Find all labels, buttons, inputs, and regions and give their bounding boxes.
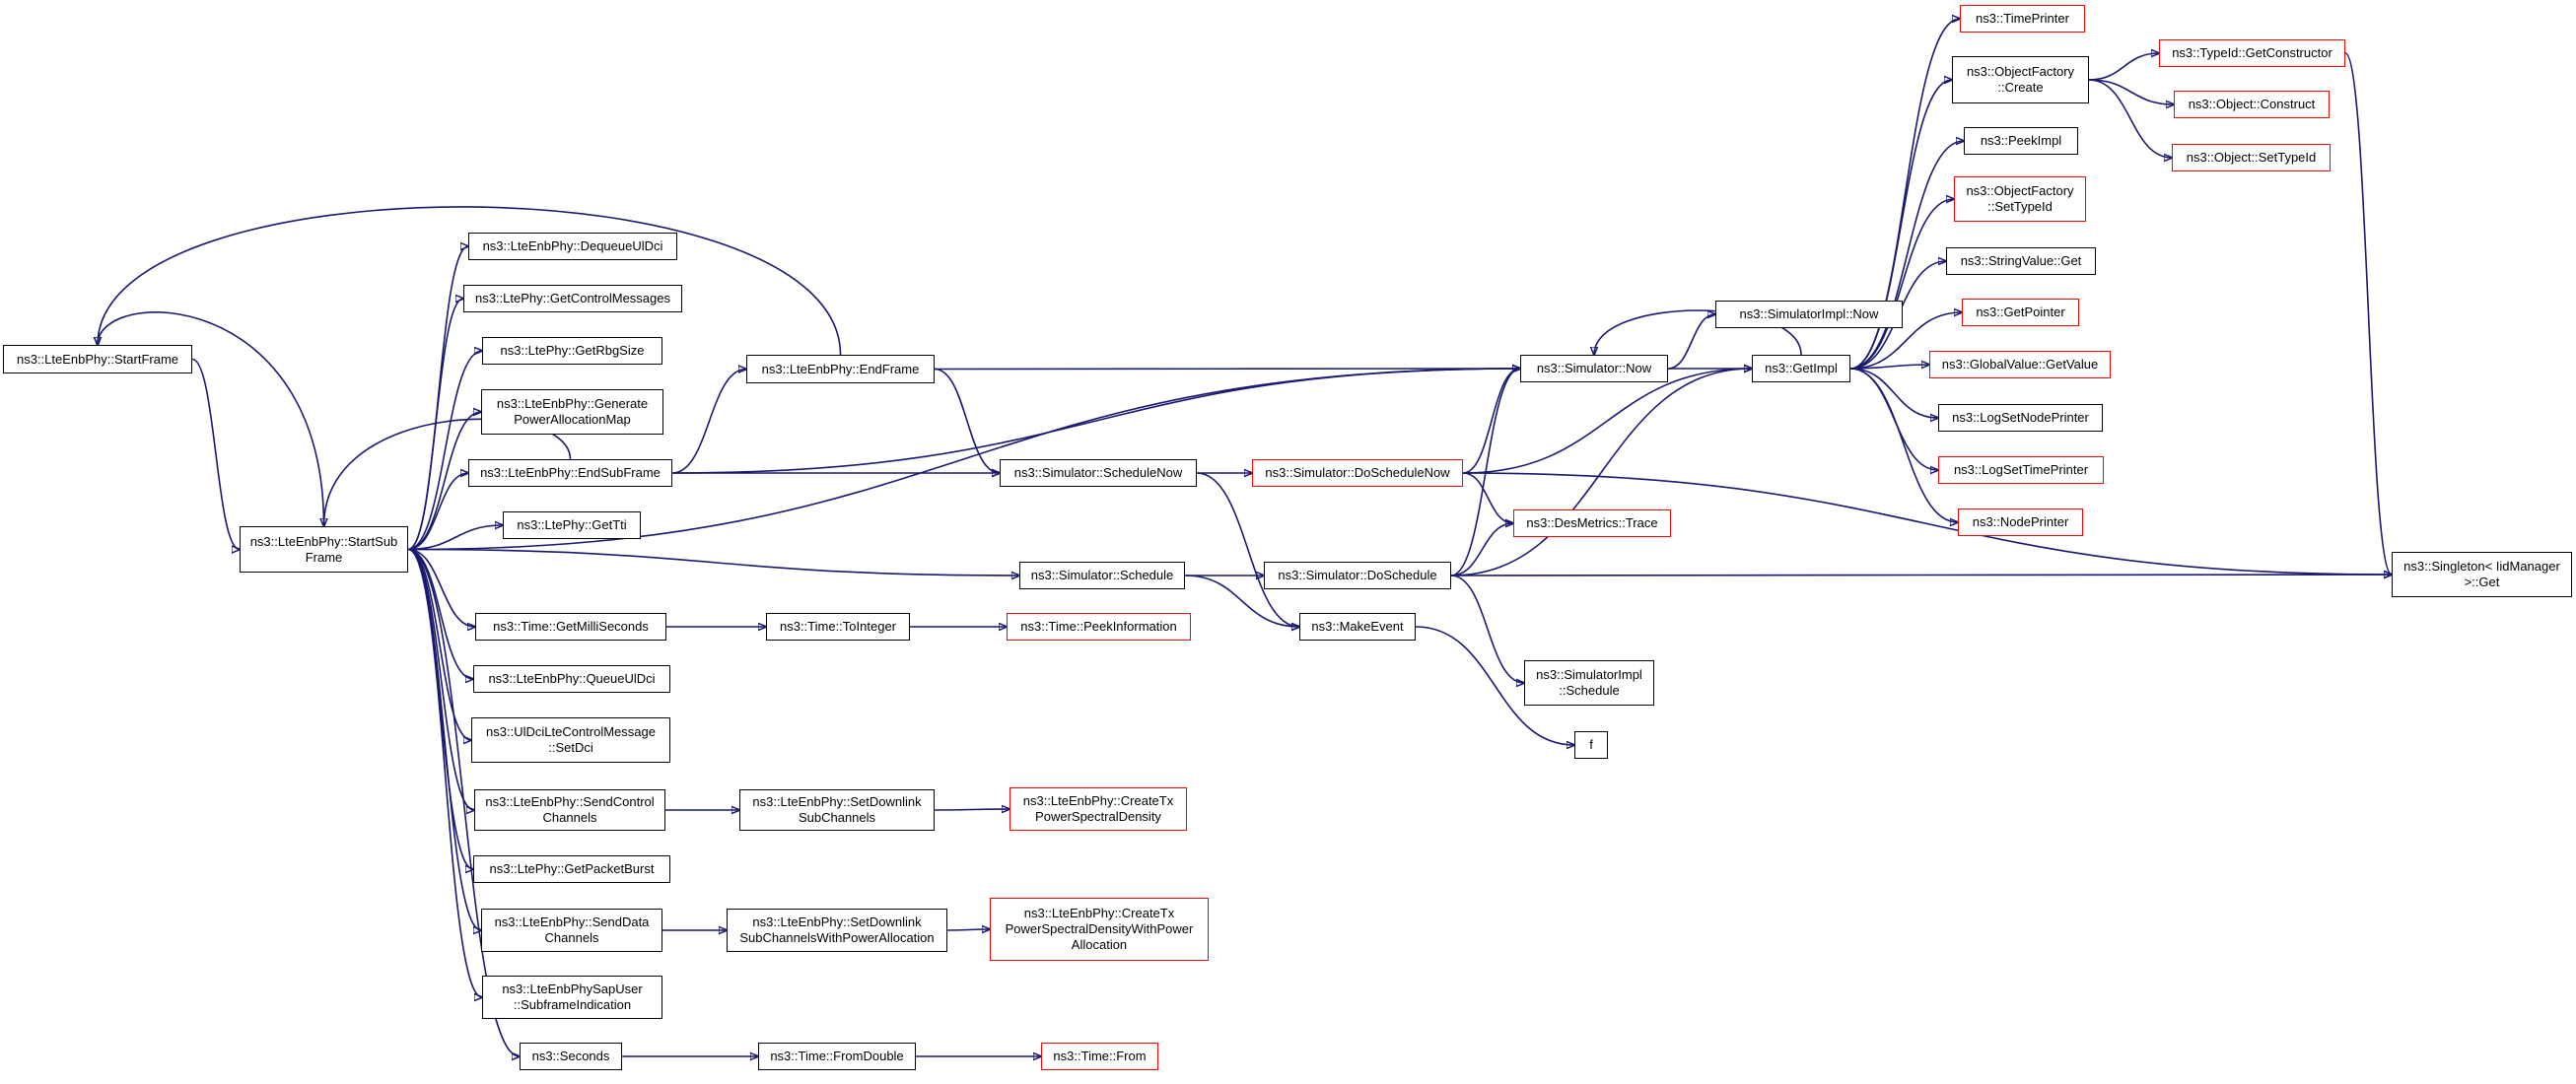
node-time-from[interactable]: ns3::Time::From [1041, 1043, 1158, 1070]
node-log-set-time-printer[interactable]: ns3::LogSetTimePrinter [1938, 456, 2104, 484]
node-node-printer[interactable]: ns3::NodePrinter [1958, 508, 2083, 536]
node-subframe-indication[interactable]: ns3::LteEnbPhySapUser ::SubframeIndicati… [482, 976, 662, 1019]
edge-get_impl-to-object_factory_create [1849, 80, 1952, 370]
node-from-double[interactable]: ns3::Time::FromDouble [758, 1043, 916, 1070]
edge-get_impl-to-node_printer [1849, 368, 1958, 522]
node-end-frame[interactable]: ns3::LteEnbPhy::EndFrame [746, 355, 935, 383]
edge-start_sub_frame-to-queue_ul_dci [407, 548, 473, 680]
node-string-value-get[interactable]: ns3::StringValue::Get [1946, 247, 2096, 275]
edge-do_schedule-to-get_impl [1450, 369, 1752, 576]
node-simulator-impl-schedule[interactable]: ns3::SimulatorImpl ::Schedule [1524, 660, 1654, 706]
edge-do_schedule-to-simulator_impl_schedule [1450, 575, 1524, 683]
edge-object_factory_create-to-type_id_get_constructor [2088, 53, 2159, 81]
edge-do_schedule-to-des_metrics_trace [1450, 523, 1513, 576]
edge-start_frame-to-start_sub_frame [191, 358, 240, 550]
edge-end_sub_frame-to-end_frame [671, 370, 746, 474]
edge-get_impl-to-log_set_node_printer [1849, 368, 1938, 418]
edge-start_sub_frame-to-seconds [407, 548, 520, 1057]
edge-start_sub_frame-to-get_milli_seconds [407, 548, 475, 628]
node-get-pointer[interactable]: ns3::GetPointer [1962, 299, 2079, 326]
edge-start_sub_frame-to-schedule [407, 548, 1019, 576]
edge-start_sub_frame-to-get_rbg_size [407, 351, 482, 551]
node-generate-power-allocation-map[interactable]: ns3::LteEnbPhy::Generate PowerAllocation… [481, 389, 663, 435]
node-des-metrics-trace[interactable]: ns3::DesMetrics::Trace [1513, 509, 1671, 537]
node-object-construct[interactable]: ns3::Object::Construct [2174, 91, 2330, 118]
node-do-schedule-now[interactable]: ns3::Simulator::DoScheduleNow [1252, 459, 1463, 487]
edge-do_schedule_now-to-singleton_get [1462, 472, 2392, 575]
edge-end_frame-to-simulator_now [934, 369, 1520, 370]
node-start-frame[interactable]: ns3::LteEnbPhy::StartFrame [3, 345, 192, 373]
edge-start_sub_frame-to-subframe_indication [407, 548, 482, 998]
node-end-sub-frame[interactable]: ns3::LteEnbPhy::EndSubFrame [468, 459, 672, 487]
edge-set_downlink_sub_channels_wpa-to-create_tx_psd_wpa [946, 929, 990, 930]
node-simulator-impl-now[interactable]: ns3::SimulatorImpl::Now [1715, 301, 1903, 328]
node-set-dci[interactable]: ns3::UlDciLteControlMessage ::SetDci [471, 717, 670, 763]
node-time-printer[interactable]: ns3::TimePrinter [1960, 5, 2085, 33]
edge-start_sub_frame-to-generate_power_allocation_map [407, 412, 481, 551]
edge-schedule-to-make_event [1184, 575, 1299, 627]
node-object-factory-set-type-id[interactable]: ns3::ObjectFactory ::SetTypeId [1954, 176, 2086, 222]
node-object-set-type-id[interactable]: ns3::Object::SetTypeId [2172, 144, 2331, 171]
edge-get_impl-to-get_pointer [1849, 312, 1962, 370]
edge-type_id_get_constructor-to-singleton_get [2344, 52, 2392, 575]
node-f[interactable]: f [1574, 731, 1608, 759]
node-queue-ul-dci[interactable]: ns3::LteEnbPhy::QueueUlDci [473, 665, 670, 693]
node-get-rbg-size[interactable]: ns3::LtePhy::GetRbgSize [482, 337, 662, 365]
node-dequeue-ul-dci[interactable]: ns3::LteEnbPhy::DequeueUlDci [468, 233, 677, 260]
node-object-factory-create[interactable]: ns3::ObjectFactory ::Create [1952, 56, 2089, 103]
edge-end_frame-to-start_frame [98, 206, 842, 356]
edge-simulator_now-to-simulator_impl_now [1667, 314, 1715, 370]
node-start-sub-frame[interactable]: ns3::LteEnbPhy::StartSub Frame [240, 526, 408, 573]
node-send-data-channels[interactable]: ns3::LteEnbPhy::SendData Channels [481, 909, 662, 952]
edge-get_impl-to-peek_impl [1849, 141, 1964, 370]
node-create-tx-power-spectral-density[interactable]: ns3::LteEnbPhy::CreateTx PowerSpectralDe… [1010, 787, 1187, 831]
node-do-schedule[interactable]: ns3::Simulator::DoSchedule [1264, 562, 1451, 589]
edge-object_factory_create-to-object_set_type_id [2088, 79, 2172, 158]
node-type-id-get-constructor[interactable]: ns3::TypeId::GetConstructor [2159, 39, 2345, 67]
node-simulator-now[interactable]: ns3::Simulator::Now [1520, 355, 1668, 382]
edge-do_schedule_now-to-get_impl [1462, 369, 1752, 474]
edge-end_frame-to-schedule_now [934, 368, 1000, 474]
edge-end_sub_frame-to-simulator_now [671, 369, 1520, 474]
edge-start_sub_frame-to-end_sub_frame [407, 473, 468, 551]
edge-object_factory_create-to-object_construct [2088, 79, 2174, 104]
node-get-tti[interactable]: ns3::LtePhy::GetTti [503, 511, 641, 539]
edge-make_event-to-f [1415, 626, 1574, 745]
edge-get_impl-to-object_factory_set_type_id [1849, 199, 1954, 370]
node-schedule[interactable]: ns3::Simulator::Schedule [1019, 562, 1185, 589]
node-peek-impl[interactable]: ns3::PeekImpl [1964, 127, 2078, 155]
node-get-milli-seconds[interactable]: ns3::Time::GetMilliSeconds [475, 613, 666, 641]
node-schedule-now[interactable]: ns3::Simulator::ScheduleNow [1000, 459, 1197, 487]
edge-do_schedule-to-singleton_get [1450, 575, 2392, 576]
edge-get_impl-to-global_value_get_value [1849, 365, 1929, 370]
node-seconds[interactable]: ns3::Seconds [520, 1043, 622, 1070]
edge-start_sub_frame-to-send_data_channels [407, 548, 481, 931]
node-set-downlink-sub-channels[interactable]: ns3::LteEnbPhy::SetDownlink SubChannels [739, 789, 935, 831]
node-peek-information[interactable]: ns3::Time::PeekInformation [1007, 613, 1191, 641]
node-make-event[interactable]: ns3::MakeEvent [1299, 613, 1416, 641]
node-set-downlink-sub-channels-with-power-allocation[interactable]: ns3::LteEnbPhy::SetDownlink SubChannelsW… [727, 909, 947, 952]
edge-start_sub_frame-to-start_frame [98, 311, 325, 527]
node-log-set-node-printer[interactable]: ns3::LogSetNodePrinter [1938, 404, 2103, 432]
node-send-control-channels[interactable]: ns3::LteEnbPhy::SendControl Channels [474, 789, 665, 831]
edge-do_schedule_now-to-simulator_now [1462, 369, 1520, 474]
node-global-value-get-value[interactable]: ns3::GlobalValue::GetValue [1929, 351, 2111, 378]
edge-set_downlink_sub_channels-to-create_tx_psd [934, 809, 1010, 810]
node-singleton-get[interactable]: ns3::Singleton< IidManager >::Get [2392, 552, 2572, 597]
node-get-control-messages[interactable]: ns3::LtePhy::GetControlMessages [463, 285, 682, 312]
edge-end_sub_frame-to-start_sub_frame [324, 418, 572, 526]
node-to-integer[interactable]: ns3::Time::ToInteger [766, 613, 910, 641]
edge-do_schedule-to-simulator_now [1450, 369, 1520, 576]
node-create-tx-power-spectral-density-with-power-allocation[interactable]: ns3::LteEnbPhy::CreateTx PowerSpectralDe… [990, 898, 1209, 961]
node-get-impl[interactable]: ns3::GetImpl [1752, 355, 1850, 382]
edge-do_schedule_now-to-des_metrics_trace [1462, 472, 1513, 523]
edge-start_sub_frame-to-get_packet_burst [407, 548, 473, 870]
node-get-packet-burst[interactable]: ns3::LtePhy::GetPacketBurst [473, 855, 670, 883]
edge-start_sub_frame-to-set_dci [407, 548, 471, 741]
edge-get_impl-to-simulator_now [1594, 309, 1802, 355]
edge-schedule_now-to-make_event [1196, 472, 1299, 627]
